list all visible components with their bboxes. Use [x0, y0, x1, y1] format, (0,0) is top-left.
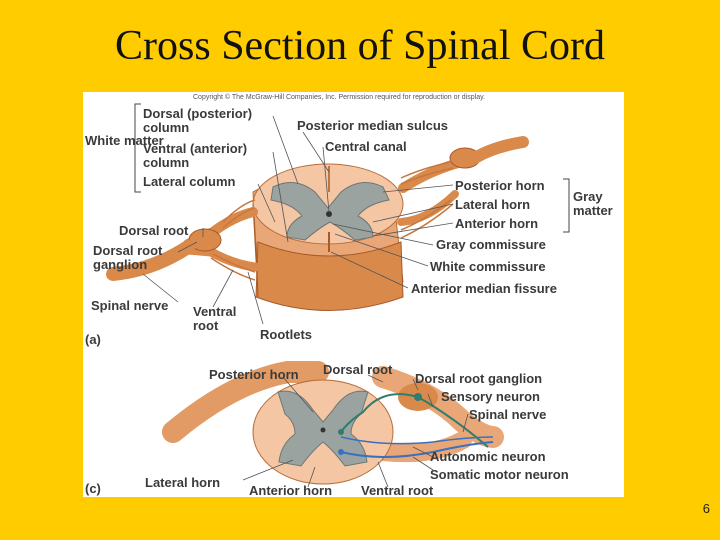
label-c-ventral-root: Ventral root [361, 483, 434, 498]
label-dorsal-posterior-column: Dorsal (posterior) column [143, 106, 253, 135]
figure-panel: Copyright © The McGraw-Hill Companies, I… [83, 92, 624, 497]
label-dorsal-root: Dorsal root [119, 223, 189, 238]
label-spinal-nerve: Spinal nerve [91, 298, 169, 313]
panel-label-c: (c) [85, 481, 101, 496]
label-lateral-column: Lateral column [143, 174, 236, 189]
panel-label-a: (a) [85, 332, 101, 347]
label-c-anterior-horn: Anterior horn [249, 483, 333, 498]
label-c-dorsal-root: Dorsal root [323, 362, 393, 377]
figure-a-drawing [106, 103, 570, 325]
label-c-lateral-horn: Lateral horn [145, 475, 221, 490]
slide-title: Cross Section of Spinal Cord [115, 23, 605, 69]
label-gray-matter: Gray matter [573, 189, 613, 218]
label-lateral-horn: Lateral horn [455, 197, 531, 212]
label-c-posterior-horn: Posterior horn [209, 367, 299, 382]
label-white-matter: White matter [85, 133, 164, 148]
label-gray-commissure: Gray commissure [436, 237, 546, 252]
label-anterior-horn: Anterior horn [455, 216, 539, 231]
spinal-cord-illustration [106, 103, 570, 488]
page-number: 6 [702, 501, 710, 516]
label-ventral-anterior-column: Ventral (anterior) column [143, 141, 248, 170]
figure-c-drawing [162, 361, 504, 488]
label-c-spinal-nerve: Spinal nerve [469, 407, 547, 422]
label-c-somatic-motor-neuron: Somatic motor neuron [430, 467, 569, 482]
label-posterior-horn: Posterior horn [455, 178, 545, 193]
label-white-commissure: White commissure [430, 259, 546, 274]
label-ventral-root: Ventral root [193, 304, 237, 333]
label-central-canal: Central canal [325, 139, 407, 154]
label-rootlets: Rootlets [260, 327, 312, 342]
label-posterior-median-sulcus: Posterior median sulcus [297, 118, 448, 133]
copyright-notice: Copyright © The McGraw-Hill Companies, I… [193, 94, 486, 101]
label-c-autonomic-neuron: Autonomic neuron [430, 449, 546, 464]
label-dorsal-root-ganglion: Dorsal root ganglion [93, 243, 163, 272]
label-c-dorsal-root-ganglion: Dorsal root ganglion [415, 371, 543, 386]
label-anterior-median-fissure: Anterior median fissure [411, 281, 557, 296]
label-c-sensory-neuron: Sensory neuron [441, 389, 540, 404]
